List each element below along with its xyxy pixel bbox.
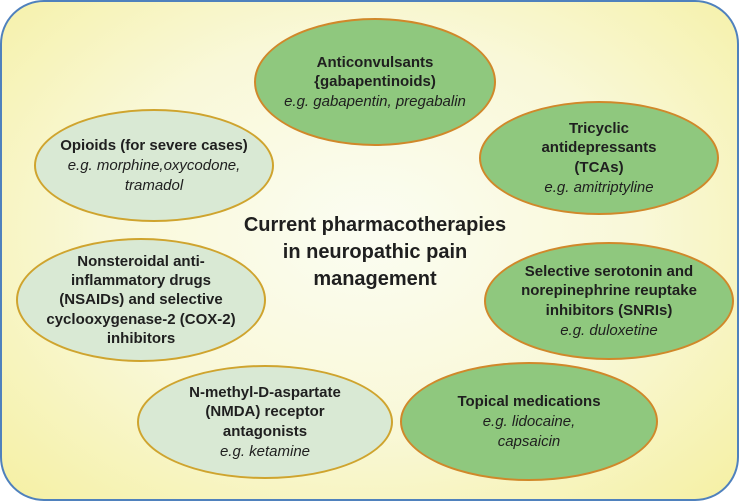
node-anticonvulsants-example: e.g. gabapentin, pregabalin — [284, 93, 466, 111]
node-tcas: Tricyclic antidepressants (TCAs) e.g. am… — [479, 101, 719, 215]
node-snris-example: e.g. duloxetine — [560, 321, 658, 339]
node-tcas-example: e.g. amitriptyline — [544, 178, 654, 196]
node-anticonvulsants: Anticonvulsants {gabapentinoids) e.g. ga… — [254, 18, 496, 146]
node-topical: Topical medications e.g. lidocaine, caps… — [400, 362, 658, 481]
node-topical-example: e.g. lidocaine, capsaicin — [482, 413, 576, 450]
node-tcas-title: Tricyclic antidepressants (TCAs) — [541, 120, 657, 176]
node-nmda: N-methyl-D-aspartate (NMDA) receptor ant… — [137, 365, 393, 479]
node-snris: Selective serotonin and norepinephrine r… — [484, 242, 734, 360]
node-anticonvulsants-title: Anticonvulsants {gabapentinoids) — [314, 53, 436, 90]
node-opioids-example: e.g. morphine,oxycodone, tramadol — [67, 157, 241, 194]
node-opioids-title: Opioids (for severe cases) — [60, 137, 248, 155]
node-nsaids-title: Nonsteroidal anti-inflammatory drugs (NS… — [46, 253, 236, 347]
node-opioids: Opioids (for severe cases) e.g. morphine… — [34, 109, 274, 222]
node-nmda-example: e.g. ketamine — [219, 442, 311, 460]
node-snris-title: Selective serotonin and norepinephrine r… — [521, 263, 697, 319]
node-topical-title: Topical medications — [457, 393, 601, 411]
node-nsaids: Nonsteroidal anti-inflammatory drugs (NS… — [16, 238, 266, 362]
node-nmda-title: N-methyl-D-aspartate (NMDA) receptor ant… — [189, 384, 341, 440]
diagram-title: Current pharmacotherapies in neuropathic… — [243, 214, 507, 290]
